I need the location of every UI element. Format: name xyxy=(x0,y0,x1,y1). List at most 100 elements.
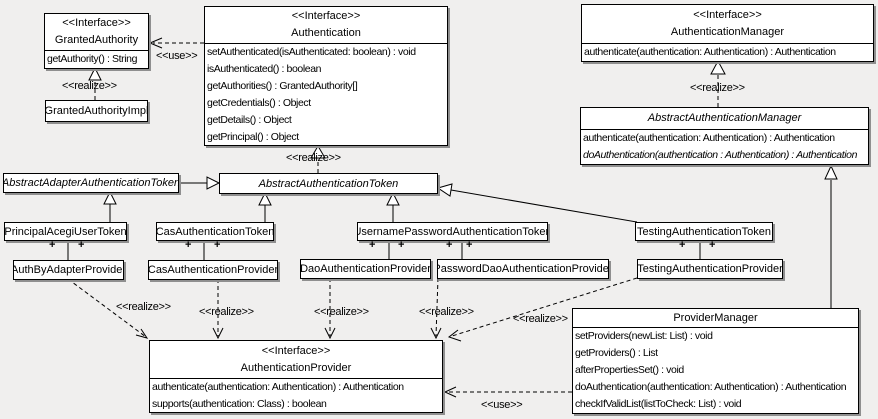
gen-abstractadapterauthenticationtoken-abstractauthenticationtoken xyxy=(178,176,221,190)
class-box-testingauthenticationtoken: TestingAuthenticationToken xyxy=(635,222,773,241)
class-title: <<Interface>> AuthenticationManager xyxy=(582,5,873,44)
method: getAuthorities() : GrantedAuthority[] xyxy=(207,80,358,92)
realize-casauthenticationprovider-authenticationprovider xyxy=(212,279,224,340)
class-box-providermanager: ProviderManager setProviders(newList: Li… xyxy=(572,308,859,414)
stereotype-label: <<Interface>> xyxy=(62,17,131,29)
class-title: <<Interface>> GrantedAuthority xyxy=(45,14,148,51)
class-box-grantedauthorityimpl: GrantedAuthorityImpl xyxy=(45,100,148,122)
method: getAuthority() : String xyxy=(47,53,138,65)
class-box-daoauthenticationprovider: DaoAuthenticationProvider xyxy=(300,259,431,279)
method: getPrincipal() : Object xyxy=(207,131,299,143)
class-box-casauthenticationprovider: CasAuthenticationProvider xyxy=(148,260,278,280)
gen-principalacegiusertoken-abstractadapterauthenticationtoken xyxy=(103,190,117,222)
stereotype-label: <<Interface>> xyxy=(261,344,331,357)
class-name: AbstractAdapterAuthenticationToken xyxy=(3,177,179,189)
method: authenticate(authentication: Authenticat… xyxy=(583,132,835,144)
method: checkIfValidList(listToCheck: List) : vo… xyxy=(575,398,742,410)
class-name: AbstractAuthenticationToken xyxy=(258,177,399,190)
class-box-authenticationmanager: <<Interface>> AuthenticationManager auth… xyxy=(581,4,874,62)
gen-testingauthenticationtoken-abstractauthenticationtoken xyxy=(436,183,638,223)
class-name: AuthenticationProvider xyxy=(240,361,352,374)
class-title: <<Interface>> AuthenticationProvider xyxy=(150,341,442,379)
association-end-plus: + xyxy=(446,239,453,251)
method: getCredentials() : Object xyxy=(207,97,311,109)
class-box-abstractauthenticationmanager: AbstractAuthenticationManager authentica… xyxy=(580,107,869,165)
method: doAuthentication(authentication : Authen… xyxy=(583,149,858,161)
association-end-plus: + xyxy=(185,239,192,251)
realize-label: <<realize>> xyxy=(199,306,254,318)
use-label: <<use>> xyxy=(481,399,523,411)
realize-abstractauthenticationtoken-authentication xyxy=(310,145,326,173)
realize-authbyadapterprovider-authenticationprovider xyxy=(67,278,149,339)
method: getProviders() : List xyxy=(575,347,658,359)
association-end-plus: + xyxy=(398,239,405,251)
class-name: DaoAuthenticationProvider xyxy=(300,263,431,275)
realize-passworddaoauthenticationprovider-authenticationprovider xyxy=(430,277,442,340)
gen-casauthenticationtoken-abstractauthenticationtoken xyxy=(258,191,272,222)
realize-grantedauthorityimpl-grantedauthority xyxy=(88,66,102,100)
class-box-authenticationprovider: <<Interface>> AuthenticationProvider aut… xyxy=(149,340,443,413)
class-name: UsernamePasswordAuthenticationToken xyxy=(357,225,548,238)
class-title: ProviderManager xyxy=(573,309,858,328)
class-box-testingauthenticationprovider: TestingAuthenticationProvider xyxy=(637,259,783,279)
association-end-plus: + xyxy=(709,239,716,251)
class-box-grantedauthority: <<Interface>> GrantedAuthority getAuthor… xyxy=(44,13,149,69)
class-name: AbstractAuthenticationManager xyxy=(647,112,802,124)
class-box-authbyadapterprovider: AuthByAdapterProvider xyxy=(13,260,124,280)
class-box-principalacegiusertoken: PrincipalAcegiUserToken xyxy=(4,222,127,241)
method: getDetails() : Object xyxy=(207,114,292,126)
stereotype-label: <<Interface>> xyxy=(693,9,762,21)
method: isAuthenticated() : boolean xyxy=(207,63,322,75)
association-end-plus: + xyxy=(369,239,376,251)
method: setAuthenticated(isAuthenticated: boolea… xyxy=(207,46,416,58)
association-end-plus: + xyxy=(679,239,686,251)
class-name: CasAuthenticationProvider xyxy=(148,264,278,276)
class-name: GrantedAuthorityImpl xyxy=(45,105,148,117)
class-name: GrantedAuthority xyxy=(54,34,139,46)
class-name: CasAuthenticationToken xyxy=(156,225,274,238)
class-title: <<Interface>> Authentication xyxy=(205,7,447,44)
class-name: PrincipalAcegiUserToken xyxy=(4,225,127,238)
class-box-abstractauthenticationtoken: AbstractAuthenticationToken xyxy=(219,173,438,194)
stereotype-label: <<Interface>> xyxy=(291,10,361,22)
gen-providermanager-abstractauthenticationmanager xyxy=(824,164,838,308)
realize-label: <<realize>> xyxy=(116,301,171,313)
realize-abstractauthenticationmanager-authenticationmanager xyxy=(710,59,726,107)
class-box-abstractadapterauthenticationtoken: AbstractAdapterAuthenticationToken xyxy=(3,173,179,193)
realize-label: <<realize>> xyxy=(62,80,117,92)
association-end-plus: + xyxy=(466,239,473,251)
method: doAuthentication(authentication: Authent… xyxy=(575,381,847,393)
method: authenticate(authentication: Authenticat… xyxy=(152,381,404,393)
use-providermanager-authenticationprovider xyxy=(443,386,572,398)
realize-label: <<realize>> xyxy=(419,306,474,318)
realize-testingauthenticationprovider-authenticationprovider xyxy=(447,277,638,342)
method: afterPropertiesSet() : void xyxy=(575,364,684,376)
class-box-usernamepasswordauthenticationtoken: UsernamePasswordAuthenticationToken xyxy=(357,222,548,241)
method: setProviders(newList: List) : void xyxy=(575,330,713,342)
class-box-casauthenticationtoken: CasAuthenticationToken xyxy=(156,222,274,241)
class-box-passworddaoauthenticationprovider: PasswordDaoAuthenticationProvider xyxy=(437,259,609,279)
class-name: PasswordDaoAuthenticationProvider xyxy=(437,263,609,275)
class-name: TestingAuthenticationProvider xyxy=(637,263,783,275)
use-authentication-grantedauthority xyxy=(148,37,204,49)
method: supports(authentication: Class) : boolea… xyxy=(152,398,327,410)
use-label: <<use>> xyxy=(156,50,198,62)
class-name: ProviderManager xyxy=(673,311,758,324)
association-end-plus: + xyxy=(78,239,85,251)
realize-label: <<realize>> xyxy=(513,313,568,325)
class-name: Authentication xyxy=(291,27,361,39)
realize-label: <<realize>> xyxy=(314,306,369,318)
class-title: AbstractAuthenticationManager xyxy=(581,108,868,130)
class-box-authentication: <<Interface>> Authentication setAuthenti… xyxy=(204,6,448,146)
class-name: AuthenticationManager xyxy=(670,26,785,38)
association-end-plus: + xyxy=(214,239,221,251)
realize-label: <<realize>> xyxy=(690,82,745,94)
realize-label: <<realize>> xyxy=(286,152,341,164)
association-end-plus: + xyxy=(49,239,56,251)
gen-usernamepasswordauthenticationtoken-abstractauthenticationtoken xyxy=(386,191,400,222)
method: authenticate(authentication: Authenticat… xyxy=(584,46,836,58)
realize-daoauthenticationprovider-authenticationprovider xyxy=(324,278,336,340)
class-name: AuthByAdapterProvider xyxy=(13,264,124,276)
